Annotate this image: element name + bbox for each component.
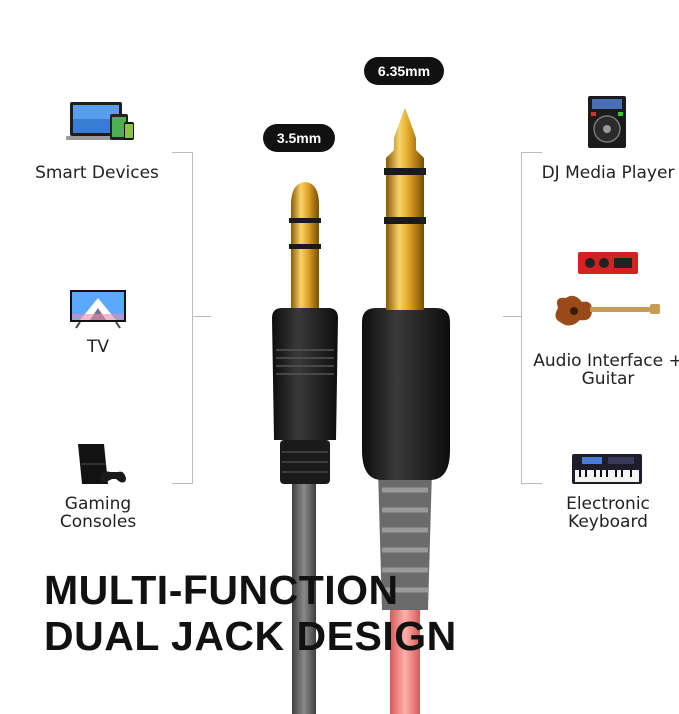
small-plug-ridges <box>276 349 334 375</box>
large-plug-body <box>362 308 450 480</box>
dj-media-player-label: DJ Media Player <box>541 163 675 183</box>
headline-line-1: MULTI-FUNCTION <box>44 567 399 613</box>
smart-devices-icon <box>66 102 134 140</box>
large-cable <box>390 600 420 714</box>
large-jack-size-label: 6.35mm <box>364 57 444 85</box>
right-bracket <box>521 152 542 484</box>
small-jack-size-label: 3.5mm <box>263 124 335 152</box>
game-console-icon <box>78 444 126 484</box>
tv-label: TV <box>86 337 109 357</box>
tv-icon <box>70 290 126 329</box>
small-cable <box>292 480 316 714</box>
audio-interface-guitar-icon <box>555 252 660 326</box>
smart-devices-label: Smart Devices <box>35 163 159 183</box>
left-bracket <box>172 152 193 484</box>
left-bracket-tick <box>193 316 211 317</box>
audio-interface-guitar-label: Audio Interface + Guitar <box>533 351 679 389</box>
keyboard-icon <box>572 454 642 484</box>
large-plug-strain-relief <box>378 470 432 610</box>
right-bracket-tick <box>503 316 521 317</box>
headline-line-2: DUAL JACK DESIGN <box>44 613 457 659</box>
dj-player-icon <box>588 96 626 148</box>
large-gold-pin <box>386 108 424 310</box>
gaming-consoles-label: Gaming Consoles <box>59 494 137 532</box>
electronic-keyboard-label: Electronic Keyboard <box>566 494 650 532</box>
